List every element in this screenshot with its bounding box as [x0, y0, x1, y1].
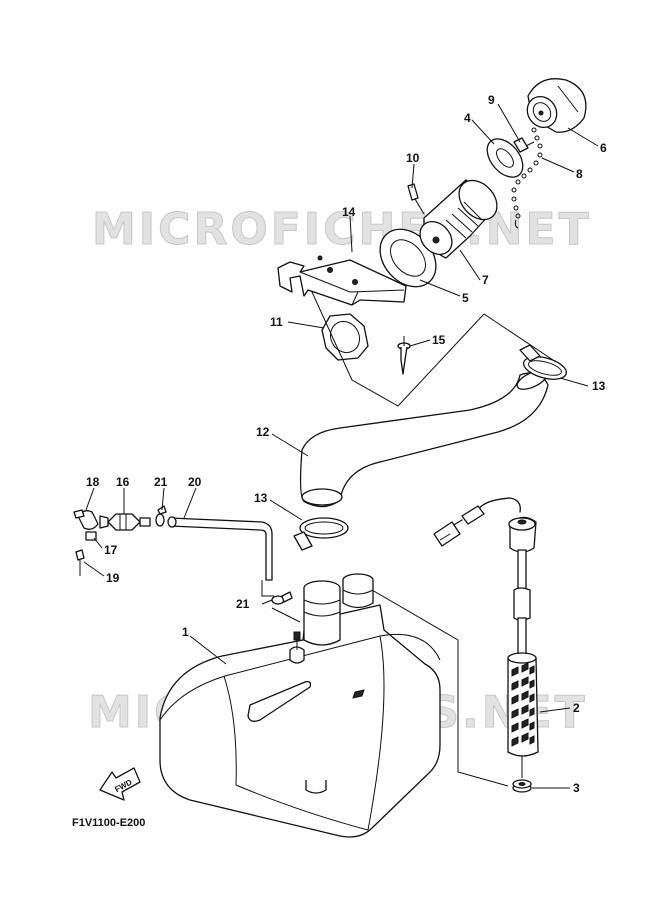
locking-nut[interactable]: [321, 313, 369, 361]
watermark-top: MICROFICHES.NET: [92, 204, 592, 255]
callout-10: 10: [406, 151, 420, 165]
hose-clamp-bottom[interactable]: [293, 517, 349, 551]
callout-13-bottom: 13: [254, 491, 268, 505]
callout-4: 4: [464, 111, 471, 125]
fwd-arrow-icon: FWD: [99, 767, 141, 801]
filler-cap[interactable]: [521, 78, 587, 133]
diagram-code: F1V1100-E200: [72, 817, 145, 829]
filter-screen-mesh: [511, 662, 535, 747]
frame-line-1: [483, 313, 557, 363]
holder-bracket[interactable]: [73, 509, 85, 519]
rivet[interactable]: [397, 336, 411, 375]
leader-lines: [83, 103, 599, 789]
vent-hose[interactable]: [167, 516, 273, 581]
filler-hose[interactable]: [299, 367, 550, 508]
callout-18: 18: [86, 475, 100, 489]
fuel-tank[interactable]: [159, 573, 441, 838]
callout-11: 11: [270, 315, 283, 329]
frame-line-4: [261, 580, 274, 597]
callout-16: 16: [116, 475, 130, 489]
callout-17: 17: [104, 543, 118, 557]
callout-12: 12: [256, 425, 270, 439]
callout-20: 20: [188, 475, 202, 489]
frame-line-3: [371, 589, 509, 787]
vent-valve[interactable]: [99, 513, 151, 531]
callout-21-upper: 21: [154, 475, 168, 489]
callout-8: 8: [576, 167, 583, 181]
callout-21-lower: 21: [236, 597, 250, 611]
cap-chain[interactable]: [511, 127, 543, 229]
callout-9: 9: [488, 93, 495, 107]
frame-line-2: [311, 291, 485, 407]
fuel-sender-unit[interactable]: [433, 497, 539, 778]
callout-6: 6: [600, 141, 607, 155]
callout-5: 5: [462, 291, 469, 305]
callout-15: 15: [432, 333, 446, 347]
callout-19: 19: [106, 571, 120, 585]
callout-2: 2: [573, 701, 580, 715]
hose-clamp-top[interactable]: [519, 344, 569, 383]
filler-neck[interactable]: [414, 173, 505, 261]
screw-9[interactable]: [513, 137, 535, 153]
seal-ring[interactable]: [512, 779, 532, 793]
hose-clip-lower[interactable]: [271, 591, 293, 605]
callout-14: 14: [342, 205, 356, 219]
holder-screw[interactable]: [75, 549, 85, 576]
callout-7: 7: [482, 273, 489, 287]
frame-line-5: [271, 607, 301, 623]
hose-clip-upper[interactable]: [155, 505, 167, 527]
callout-13-top: 13: [592, 379, 606, 393]
callout-3: 3: [573, 781, 580, 795]
mounting-bracket[interactable]: [277, 255, 407, 306]
callout-1: 1: [182, 625, 189, 639]
